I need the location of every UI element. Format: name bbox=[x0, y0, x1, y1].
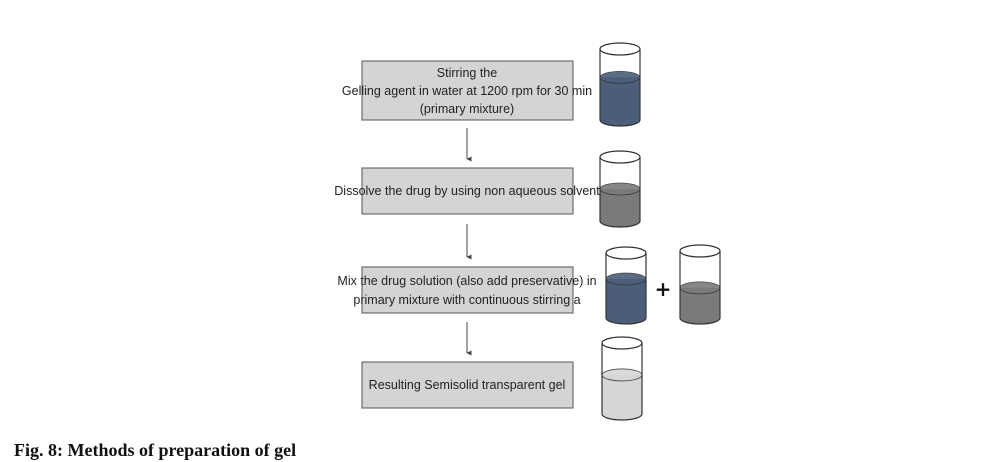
beaker-wall bbox=[679, 251, 721, 325]
step-1: Stirring the Gelling agent in water at 1… bbox=[342, 60, 592, 121]
step-1-line-2: Gelling agent in water at 1200 rpm for 3… bbox=[342, 84, 592, 98]
step-3-line-2: primary mixture with continuous stirring… bbox=[353, 293, 580, 307]
step-2: Dissolve the drug by using non aqueous s… bbox=[334, 167, 600, 215]
beaker-liquid bbox=[606, 279, 646, 324]
step-4-box bbox=[361, 361, 574, 409]
step-1-line-1: Stirring the bbox=[437, 66, 497, 80]
beaker-liquid-surface bbox=[599, 182, 641, 196]
beaker-step-1 bbox=[599, 42, 641, 127]
beaker-wall bbox=[601, 343, 643, 421]
step-3-line-1: Mix the drug solution (also add preserva… bbox=[337, 274, 596, 288]
beaker-liquid bbox=[600, 189, 640, 227]
step-1-box bbox=[361, 60, 574, 121]
beaker-liquid bbox=[602, 374, 642, 420]
beaker-wall bbox=[599, 157, 641, 228]
beaker-rim bbox=[599, 150, 641, 164]
beaker-step-2 bbox=[599, 150, 641, 228]
beaker-liquid bbox=[600, 77, 640, 126]
beaker-liquid-surface bbox=[605, 272, 647, 286]
beaker-step-3-gel bbox=[605, 246, 647, 325]
step-3-box bbox=[361, 266, 574, 314]
beaker-step-3-drug bbox=[679, 244, 721, 325]
step-1-line-3: (primary mixture) bbox=[420, 102, 514, 116]
step-3: Mix the drug solution (also add preserva… bbox=[337, 266, 597, 314]
beaker-rim bbox=[601, 336, 643, 350]
beaker-rim bbox=[679, 244, 721, 258]
beaker-rim bbox=[599, 42, 641, 56]
step-4-line-1: Resulting Semisolid transparent gel bbox=[369, 378, 566, 392]
beaker-liquid bbox=[680, 287, 720, 324]
beaker-rim bbox=[605, 246, 647, 260]
beaker-liquid-surface bbox=[601, 368, 643, 382]
beaker-liquid-surface bbox=[599, 71, 641, 84]
step-2-line-1: Dissolve the drug by using non aqueous s… bbox=[334, 184, 600, 198]
plus-sign: + bbox=[655, 277, 672, 301]
step-2-box bbox=[361, 167, 574, 215]
beaker-liquid-surface bbox=[679, 281, 721, 295]
step-4: Resulting Semisolid transparent gel bbox=[361, 361, 574, 409]
beaker-wall bbox=[605, 253, 647, 325]
beaker-step-4 bbox=[601, 336, 643, 421]
beaker-wall bbox=[599, 49, 641, 127]
figure-caption: Fig. 8: Methods of preparation of gel bbox=[14, 440, 297, 460]
